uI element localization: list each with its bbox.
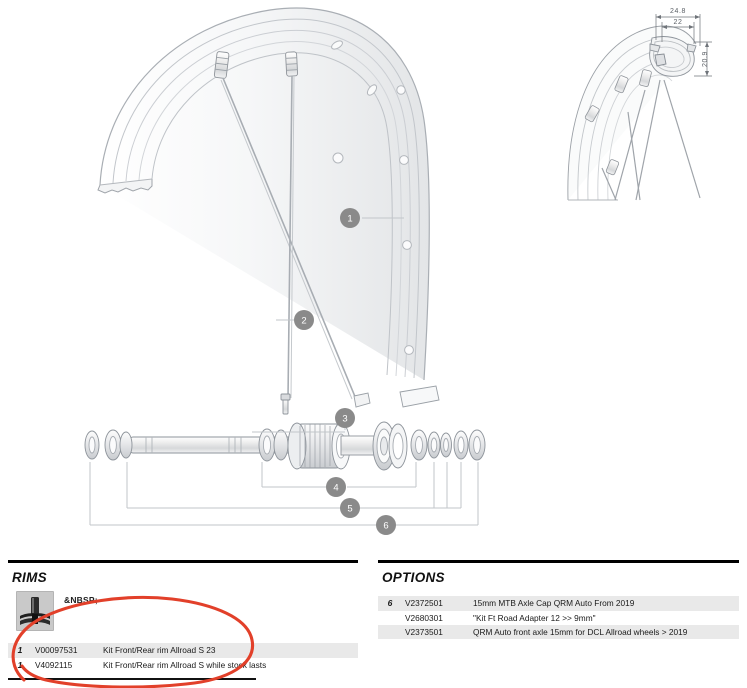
hub-bolt bbox=[280, 393, 291, 415]
row-qty: 1 bbox=[8, 657, 32, 673]
callout-5: 5 bbox=[340, 498, 360, 518]
table-row[interactable]: V2680301 "Kit Ft Road Adapter 12 >> 9mm" bbox=[378, 610, 739, 625]
callout-4: 4 bbox=[326, 477, 346, 497]
row-qty: 1 bbox=[8, 643, 32, 658]
callout-6: 6 bbox=[376, 515, 396, 535]
table-row[interactable]: V2373501 QRM Auto front axle 15mm for DC… bbox=[378, 624, 739, 640]
options-top-rule bbox=[378, 560, 739, 563]
dimension-labels: 24.8 22 20.9 bbox=[670, 8, 709, 67]
svg-text:6: 6 bbox=[383, 521, 388, 532]
hub-assembly bbox=[84, 385, 486, 471]
rims-parts-table: 1 V00097531 Kit Front/Rear rim Allroad S… bbox=[8, 643, 358, 673]
rim-arc-drawing bbox=[97, 7, 430, 381]
row-desc: QRM Auto front axle 15mm for DCL Allroad… bbox=[470, 624, 739, 640]
parts-tables: RIMS &NBSP; 1 V00097531 bbox=[0, 560, 747, 688]
parts-diagram: 24.8 22 20.9 bbox=[84, 7, 712, 535]
section-nipple bbox=[584, 69, 652, 176]
row-ref: V2373501 bbox=[402, 624, 470, 640]
rims-thumbnail-caption: &NBSP; bbox=[64, 595, 98, 605]
section-spoke bbox=[601, 79, 701, 201]
rims-thumbnail-row: &NBSP; bbox=[16, 591, 358, 631]
table-row[interactable]: 6 V2372501 15mm MTB Axle Cap QRM Auto Fr… bbox=[378, 596, 739, 611]
dim-outer-width: 24.8 bbox=[670, 8, 686, 15]
callout-3: 3 bbox=[335, 408, 355, 428]
svg-text:3: 3 bbox=[342, 414, 347, 425]
table-row[interactable]: 1 V00097531 Kit Front/Rear rim Allroad S… bbox=[8, 643, 358, 658]
rim-section-detail bbox=[567, 25, 697, 201]
dim-rim-height: 20.9 bbox=[702, 51, 709, 67]
callout-2: 2 bbox=[294, 310, 314, 330]
rims-section: RIMS &NBSP; 1 V00097531 bbox=[8, 560, 358, 673]
options-section-title: OPTIONS bbox=[382, 570, 445, 585]
row-desc: Kit Front/Rear rim Allroad S 23 bbox=[100, 643, 358, 658]
dim-inner-width: 22 bbox=[674, 19, 683, 26]
row-ref: V4092115 bbox=[32, 657, 100, 673]
table-row[interactable]: 1 V4092115 Kit Front/Rear rim Allroad S … bbox=[8, 657, 358, 673]
options-section: OPTIONS 6 V2372501 15mm MTB Axle Cap QRM… bbox=[378, 560, 739, 640]
row-qty bbox=[378, 610, 402, 625]
row-ref: V2680301 bbox=[402, 610, 470, 625]
svg-text:4: 4 bbox=[333, 483, 338, 494]
callout-bubbles: 1 2 3 4 5 6 bbox=[294, 208, 396, 535]
callout-1: 1 bbox=[340, 208, 360, 228]
svg-text:1: 1 bbox=[347, 214, 352, 225]
rims-section-title: RIMS bbox=[12, 570, 47, 585]
rims-bottom-rule bbox=[8, 678, 256, 680]
row-desc: Kit Front/Rear rim Allroad S while stock… bbox=[100, 657, 358, 673]
rims-top-rule bbox=[8, 560, 358, 563]
row-ref: V2372501 bbox=[402, 596, 470, 611]
row-qty bbox=[378, 624, 402, 640]
svg-text:2: 2 bbox=[301, 316, 306, 327]
hub-flange bbox=[372, 421, 408, 471]
row-qty: 6 bbox=[378, 596, 402, 611]
svg-text:5: 5 bbox=[347, 504, 352, 515]
dimension-lines bbox=[655, 14, 712, 77]
row-desc: 15mm MTB Axle Cap QRM Auto From 2019 bbox=[470, 596, 739, 611]
rim-valve-icon[interactable] bbox=[16, 591, 54, 631]
row-ref: V00097531 bbox=[32, 643, 100, 658]
row-desc: "Kit Ft Road Adapter 12 >> 9mm" bbox=[470, 610, 739, 625]
options-parts-table: 6 V2372501 15mm MTB Axle Cap QRM Auto Fr… bbox=[378, 596, 739, 640]
spoke bbox=[220, 75, 357, 400]
